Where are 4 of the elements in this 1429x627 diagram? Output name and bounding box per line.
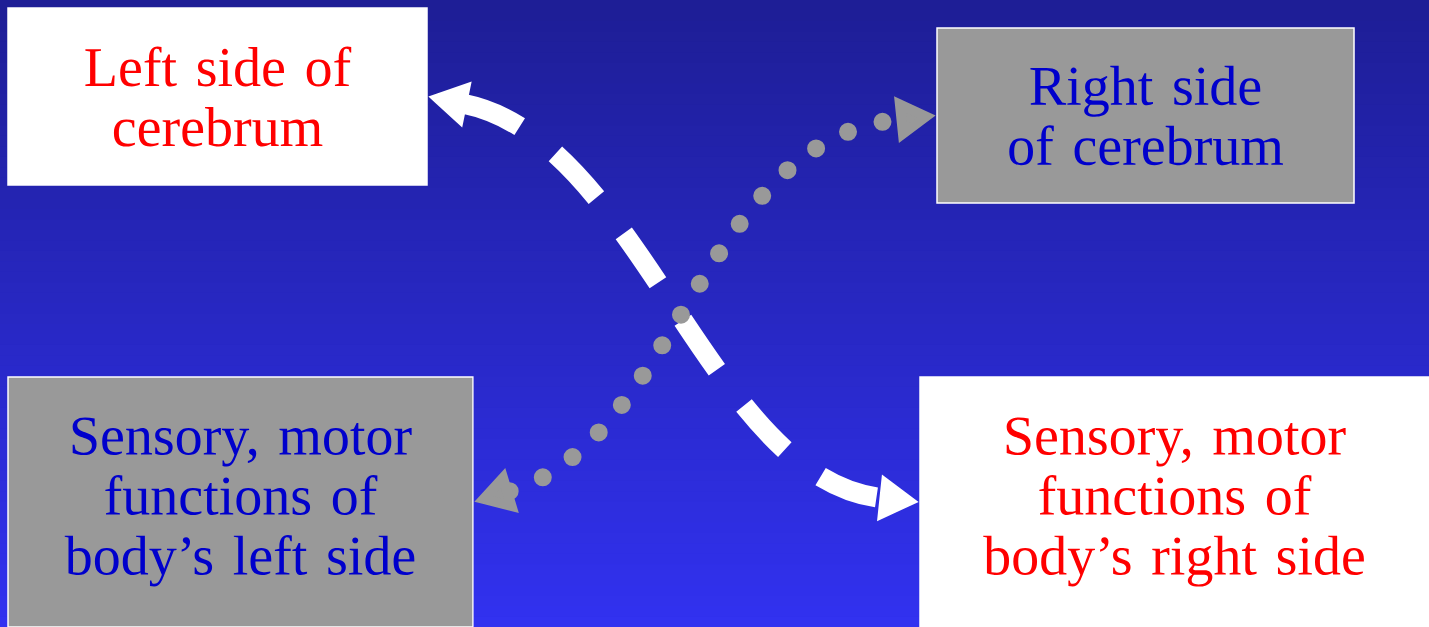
text-box: Left side of cerebrum	[7, 7, 428, 186]
text-box: Sensory, motor functions of body’s right side	[919, 376, 1429, 627]
text-box: Right side of cerebrum	[936, 27, 1355, 204]
text-box: Sensory, motor functions of body’s left side	[7, 376, 474, 627]
